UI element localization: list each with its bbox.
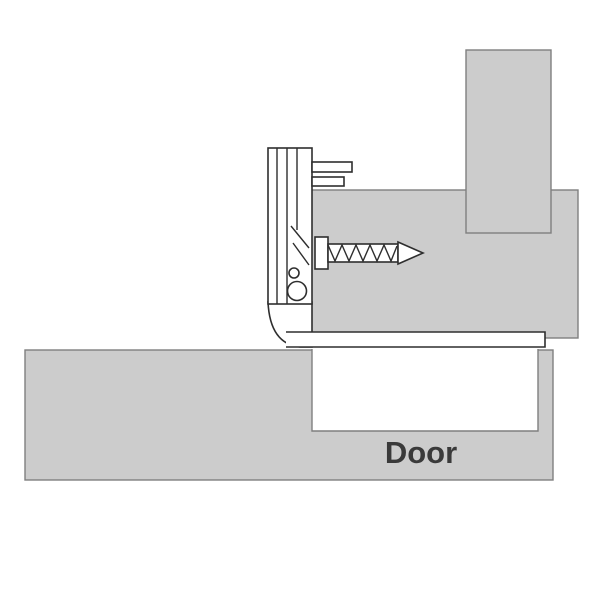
hinge-plate-lines [276, 148, 298, 304]
screw-head [314, 236, 329, 270]
screw-threads [327, 243, 398, 263]
hinge-spring-lines [290, 225, 310, 266]
door-label: Door [385, 435, 457, 470]
hinge-arm [286, 331, 546, 348]
hinge-tab-upper [311, 161, 353, 173]
screw-tip [397, 240, 425, 266]
hinge-body [267, 147, 313, 305]
hinge-spring-pin [288, 267, 300, 279]
door-hinge-recess [311, 349, 539, 432]
hinge-pivot [286, 280, 308, 302]
hinge-tab-lower [311, 176, 345, 187]
cabinet-side-panel [465, 49, 552, 234]
